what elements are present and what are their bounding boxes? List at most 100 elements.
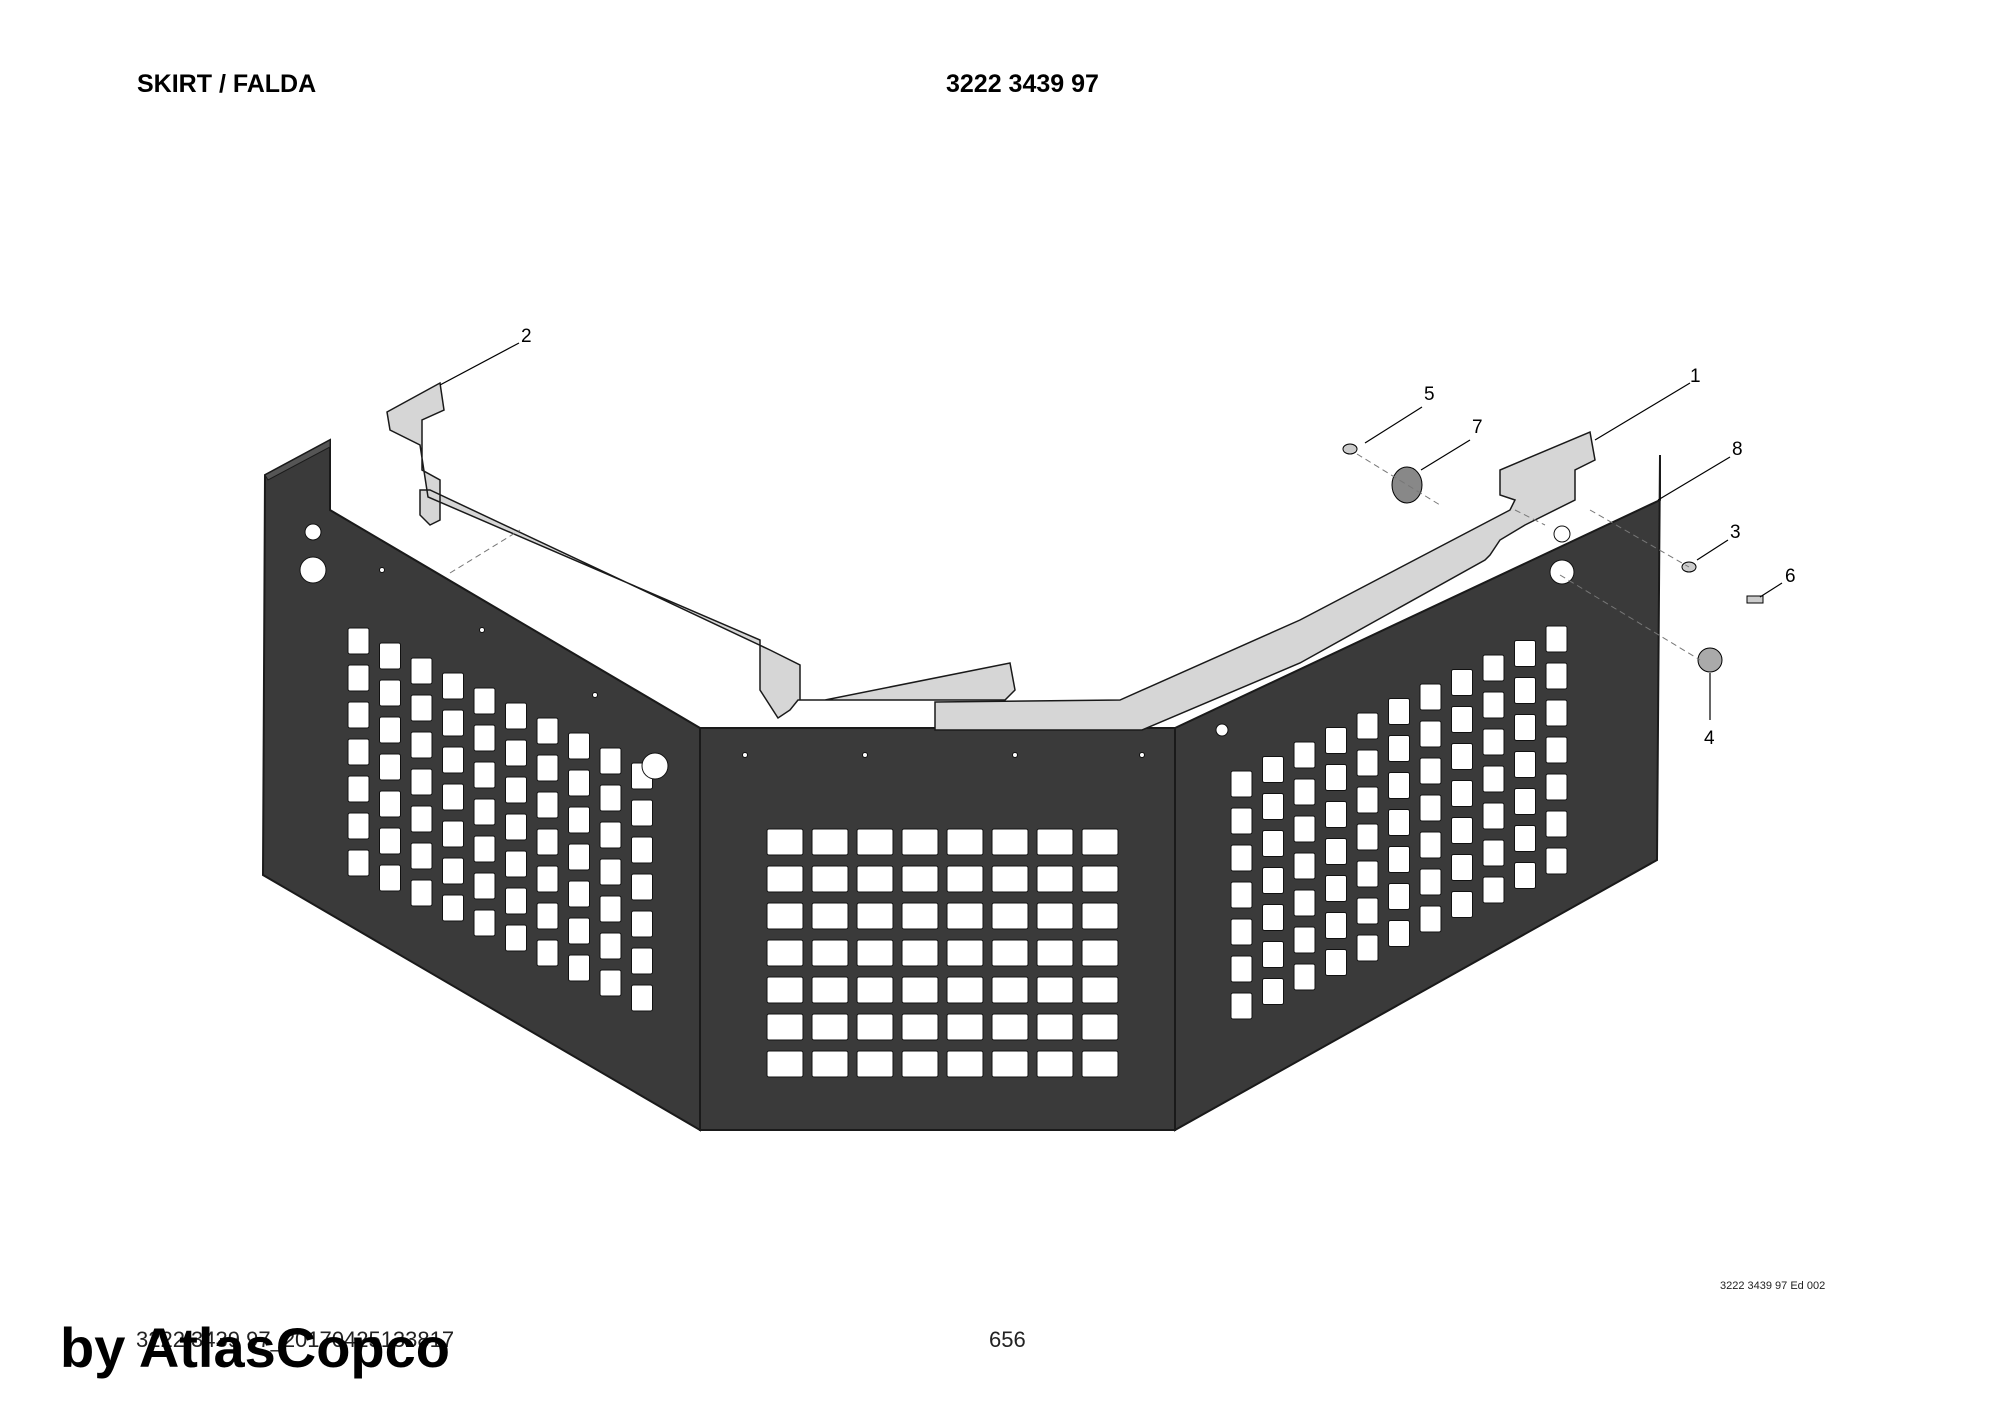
mounting-hole: [1215, 723, 1229, 737]
vent-slot: [379, 790, 401, 818]
vent-slot: [599, 784, 622, 812]
edition-reference: 3222 3439 97 Ed 002: [1720, 1280, 1826, 1292]
vent-slot: [1419, 794, 1442, 822]
vent-slot: [1419, 868, 1442, 896]
vent-slot: [1230, 955, 1253, 983]
vent-slot: [410, 657, 433, 685]
callout-7: 7: [1472, 417, 1483, 438]
vent-slot: [1388, 920, 1410, 947]
vent-slot: [1482, 765, 1505, 793]
vent-slot: [856, 1013, 894, 1041]
vent-slot: [1081, 828, 1119, 856]
washer-icon: [1342, 443, 1358, 455]
vent-slot: [568, 843, 590, 871]
vent-slot: [991, 976, 1029, 1004]
drawing-title: SKIRT / FALDA: [137, 70, 317, 98]
vent-slot: [1356, 860, 1379, 888]
vent-slot: [599, 821, 622, 849]
vent-slot: [856, 828, 894, 856]
vent-slot: [1545, 736, 1568, 764]
vent-slot: [1545, 662, 1568, 690]
vent-slot: [1262, 941, 1284, 968]
vent-slot: [1451, 854, 1473, 881]
vent-slot: [1419, 683, 1442, 711]
vent-slot: [1325, 912, 1347, 939]
vent-slot: [991, 1013, 1029, 1041]
vent-slot: [1356, 712, 1379, 740]
vent-slot: [1388, 735, 1410, 762]
vent-slot: [1081, 865, 1119, 893]
vent-slot: [946, 828, 984, 856]
vent-slot: [811, 976, 849, 1004]
vent-slot: [536, 902, 559, 930]
vent-slot: [901, 1013, 939, 1041]
vent-slot: [811, 828, 849, 856]
vent-slot: [1036, 828, 1074, 856]
bolt-hole: [592, 692, 598, 698]
vent-slot: [442, 672, 464, 700]
vent-slot: [347, 701, 370, 729]
vent-slot: [1482, 876, 1505, 904]
vent-slot: [1419, 831, 1442, 859]
vent-slot: [901, 1050, 939, 1078]
vent-slot: [811, 939, 849, 967]
vent-slot: [1451, 669, 1473, 696]
vent-slot: [1036, 865, 1074, 893]
vent-slot: [568, 880, 590, 908]
vent-slot: [379, 827, 401, 855]
vent-slot: [599, 858, 622, 886]
vent-slot: [410, 694, 433, 722]
vent-slot: [473, 724, 496, 752]
vent-slot: [1293, 963, 1316, 991]
vent-slot: [946, 976, 984, 1004]
vent-slot: [631, 873, 653, 901]
watermark: by AtlasCopco: [60, 1316, 450, 1379]
mounting-hole: [299, 556, 327, 584]
vent-slot: [568, 806, 590, 834]
screw-icon: [1746, 595, 1764, 604]
bolt-hole: [742, 752, 748, 758]
vent-slot: [1514, 825, 1536, 852]
skirt-panel-right-face: [1174, 454, 1661, 1132]
vent-slot: [536, 791, 559, 819]
vent-slot: [1325, 875, 1347, 902]
vent-slot: [1262, 867, 1284, 894]
leader-line-8: [1657, 456, 1731, 501]
left-bracket: [386, 381, 1016, 720]
vent-slot: [1419, 720, 1442, 748]
leader-line-1: [1594, 382, 1691, 441]
vent-slot: [473, 761, 496, 789]
vent-slot: [766, 902, 804, 930]
vent-slot: [505, 924, 527, 952]
vent-slot: [442, 894, 464, 922]
vent-slot: [1293, 889, 1316, 917]
mounting-hole: [1553, 525, 1571, 543]
vent-slot: [1262, 978, 1284, 1005]
vent-slot: [1230, 992, 1253, 1020]
callout-1: 1: [1690, 366, 1701, 387]
vent-slot: [1545, 810, 1568, 838]
vent-slot: [599, 932, 622, 960]
vent-slot: [856, 865, 894, 893]
vent-slot: [1388, 883, 1410, 910]
vent-slot: [1293, 852, 1316, 880]
vent-slot: [1325, 801, 1347, 828]
vent-slot: [811, 1013, 849, 1041]
hardware: [1342, 443, 1764, 673]
vent-slot: [946, 865, 984, 893]
vent-slot: [766, 1050, 804, 1078]
vent-slot: [991, 1050, 1029, 1078]
vent-slot: [1230, 918, 1253, 946]
vent-slot: [1356, 749, 1379, 777]
vent-slot: [505, 702, 527, 730]
vent-slot: [599, 969, 622, 997]
vent-slot: [473, 687, 496, 715]
vent-slot: [1356, 823, 1379, 851]
vent-slot: [568, 954, 590, 982]
leader-line-2: [439, 342, 520, 386]
callout-6: 6: [1785, 566, 1796, 587]
vent-slot: [991, 902, 1029, 930]
vent-slot: [1230, 881, 1253, 909]
vent-slot: [1356, 897, 1379, 925]
vent-slot: [410, 805, 433, 833]
